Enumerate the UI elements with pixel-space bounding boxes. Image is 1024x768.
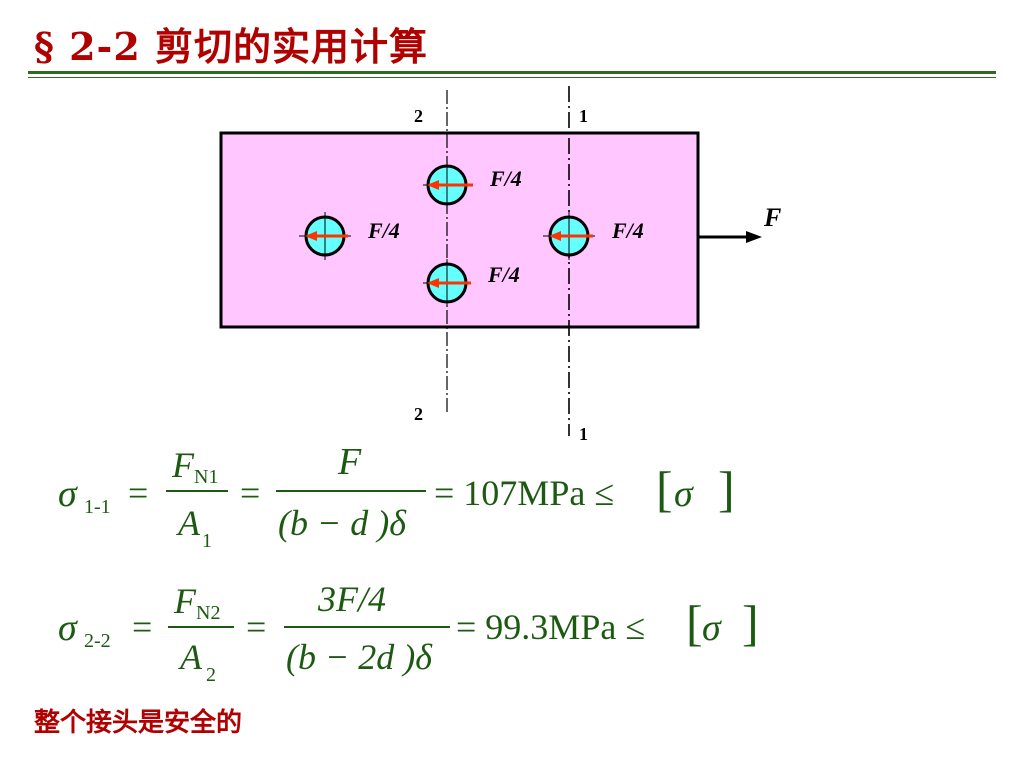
numerator-subscript: N2 [196,602,221,624]
rivet-bottom [423,259,471,307]
title-rule-thick [28,71,996,74]
force-label-bottom: F/4 [487,262,520,287]
external-force-label: F [763,203,781,232]
equals-2: = [240,473,261,513]
bracket-left: [ [656,461,673,517]
equals-1: = [128,473,149,513]
sigma-subscript: 2-2 [84,630,111,652]
result-value: = 99.3MPa ≤ [456,607,646,647]
denominator-expression: (b − 2d )δ [286,637,433,677]
rivet-top [423,161,473,209]
sigma-subscript: 1-1 [84,496,111,518]
denominator-subscript: 1 [202,530,212,552]
section-label-2-top: 2 [414,106,423,126]
numerator-subscript: N1 [194,466,219,488]
numerator-3F4: 3F/4 [318,579,386,619]
section-label-2-bottom: 2 [414,404,423,424]
bracket-right: ] [718,461,735,517]
bracket-left: [ [686,595,703,651]
force-label-left: F/4 [367,218,400,243]
title-rule-thin [28,77,996,78]
fraction-bar-2 [276,490,426,492]
allowable-stress-symbol: σ [674,473,693,515]
bracket-right: ] [742,595,759,651]
equals-1: = [132,607,153,647]
denominator-A: A [178,503,200,543]
rivet-left [299,212,351,260]
sigma-symbol: σ [58,607,77,649]
conclusion-text: 整个接头是安全的 [34,708,243,738]
section-label-1-top: 1 [579,106,588,126]
fraction-bar-1 [166,490,228,492]
external-force-arrow [698,231,762,243]
force-label-right: F/4 [611,218,644,243]
fraction-bar-1 [168,626,234,628]
fraction-bar-2 [284,626,450,628]
denominator-A: A [180,637,202,677]
result-value: = 107MPa ≤ [434,473,615,513]
equals-2: = [246,607,267,647]
rivet-right [543,212,595,260]
force-label-top: F/4 [489,166,522,191]
allowable-stress-symbol: σ [702,607,721,649]
denominator-subscript: 2 [206,664,216,686]
denominator-expression: (b − d )δ [278,503,407,543]
numerator-F: F [174,581,196,621]
sigma-symbol: σ [58,473,77,515]
section-label-1-bottom: 1 [579,424,588,444]
page-title: § 2-2 剪切的实用计算 [34,24,428,69]
riveted-joint-diagram: 2 1 2 1 F/4 F/4 F/4 F/4 F [219,86,781,444]
